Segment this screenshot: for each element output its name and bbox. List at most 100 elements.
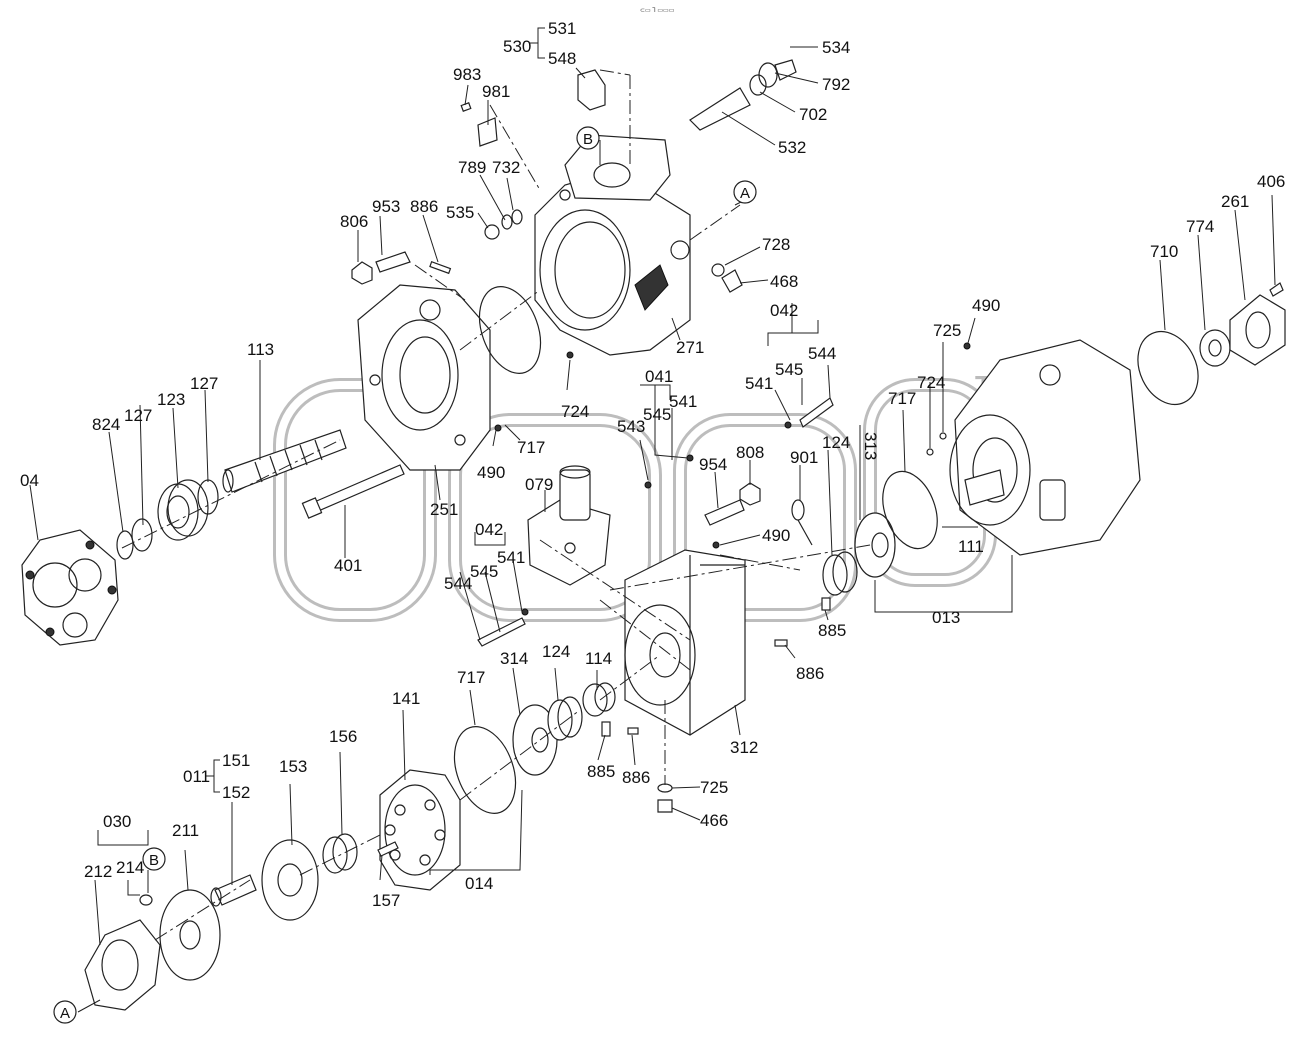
label-806: 806 [340,212,368,231]
part-251-end-cover [357,284,491,471]
label-042b: 042 [475,520,503,539]
label-490c: 490 [762,526,790,545]
label-728: 728 [762,235,790,254]
label-156: 156 [329,727,357,746]
label-541a: 541 [745,374,773,393]
svg-text:A: A [60,1005,70,1022]
part-401-bolt [301,464,405,519]
label-214: 214 [116,858,144,877]
marker-b-bottom: B [142,847,166,871]
label-886a: 886 [410,197,438,216]
part-04-gear-pump [21,529,119,646]
label-544b: 544 [444,574,472,593]
label-532: 532 [778,138,806,157]
marker-a-top: A [733,180,757,204]
label-114: 114 [585,649,612,668]
part-313-valve-plate [854,512,896,578]
part-468-plug [721,269,743,293]
label-789: 789 [458,158,486,177]
label-123: 123 [157,390,185,409]
part-314-valve-plate [512,704,558,776]
part-151-piston [210,874,257,907]
label-953: 953 [372,197,400,216]
part-261-seal-cover [1229,294,1286,366]
label-717a: 717 [888,389,916,408]
label-111: 111 [958,537,984,556]
label-724a: 724 [917,373,945,392]
part-954-stud [704,499,745,526]
part-901-eye-bolt [791,499,813,546]
centerlines [121,69,871,941]
label-153: 153 [279,757,307,776]
part-808-nut [739,482,761,506]
label-954: 954 [699,455,727,474]
label-901: 901 [790,448,818,467]
label-014: 014 [465,874,493,893]
part-124b-needle-bearing [547,696,583,741]
part-114-spline-coupling [582,682,616,717]
label-717c: 717 [457,668,485,687]
label-732: 732 [492,158,520,177]
part-111-rear-pump [949,339,1141,556]
part-732-o-ring [511,209,523,225]
label-544a: 544 [808,344,836,363]
part-824-snap-ring [116,530,134,560]
label-406: 406 [1257,172,1285,191]
label-490b: 490 [477,463,505,482]
label-543: 543 [617,417,645,436]
part-710-o-ring [1137,330,1199,406]
label-468: 468 [770,272,798,291]
label-774: 774 [1186,217,1214,236]
label-030: 030 [103,812,131,831]
marker-b-top: B [576,126,600,150]
part-127a-ring [131,518,153,552]
part-271-pump-casing [534,174,691,356]
label-251: 251 [430,500,458,519]
label-710: 710 [1150,242,1178,261]
label-808: 808 [736,443,764,462]
part-113-shaft [222,429,347,493]
label-013: 013 [932,608,960,627]
label-261: 261 [1221,192,1249,211]
part-532-adjust-plug [689,59,797,131]
label-531: 531 [548,19,576,38]
label-079: 079 [525,475,553,494]
part-406-screw [1269,282,1284,297]
part-124a-needle-bearing [822,551,858,596]
label-530: 530 [503,37,531,56]
label-152: 152 [222,783,250,802]
label-535: 535 [446,203,474,222]
part-530-valve-block [564,69,671,201]
part-789-ring [501,214,513,230]
part-211-shoe-plate [159,889,221,981]
part-123-bearing [157,479,209,541]
label-541c: 541 [497,548,525,567]
part-774-oil-seal [1199,329,1231,367]
label-271: 271 [676,338,704,357]
label-724b: 724 [561,402,589,421]
part-312-valve-block [624,549,746,736]
label-042a: 042 [770,301,798,320]
label-312: 312 [730,738,758,757]
part-156-spherical-bushing [322,833,358,874]
label-04: 04 [20,471,39,490]
label-314: 314 [500,649,528,668]
label-792: 792 [822,75,850,94]
label-127a: 127 [124,406,152,425]
label-725b: 725 [700,778,728,797]
part-212-swash-plate [84,919,161,1011]
label-717b: 717 [517,438,545,457]
label-490a: 490 [972,296,1000,315]
label-466: 466 [700,811,728,830]
part-953-screw [375,251,411,273]
part-153-retainer-plate [261,839,319,921]
svg-text:A: A [740,185,750,202]
label-981: 981 [482,82,510,101]
label-886c: 886 [622,768,650,787]
part-214-tilting-bush [139,894,153,906]
label-401: 401 [334,556,362,575]
label-545c: 545 [470,562,498,581]
label-545a: 545 [775,360,803,379]
part-806-nut [351,261,373,285]
